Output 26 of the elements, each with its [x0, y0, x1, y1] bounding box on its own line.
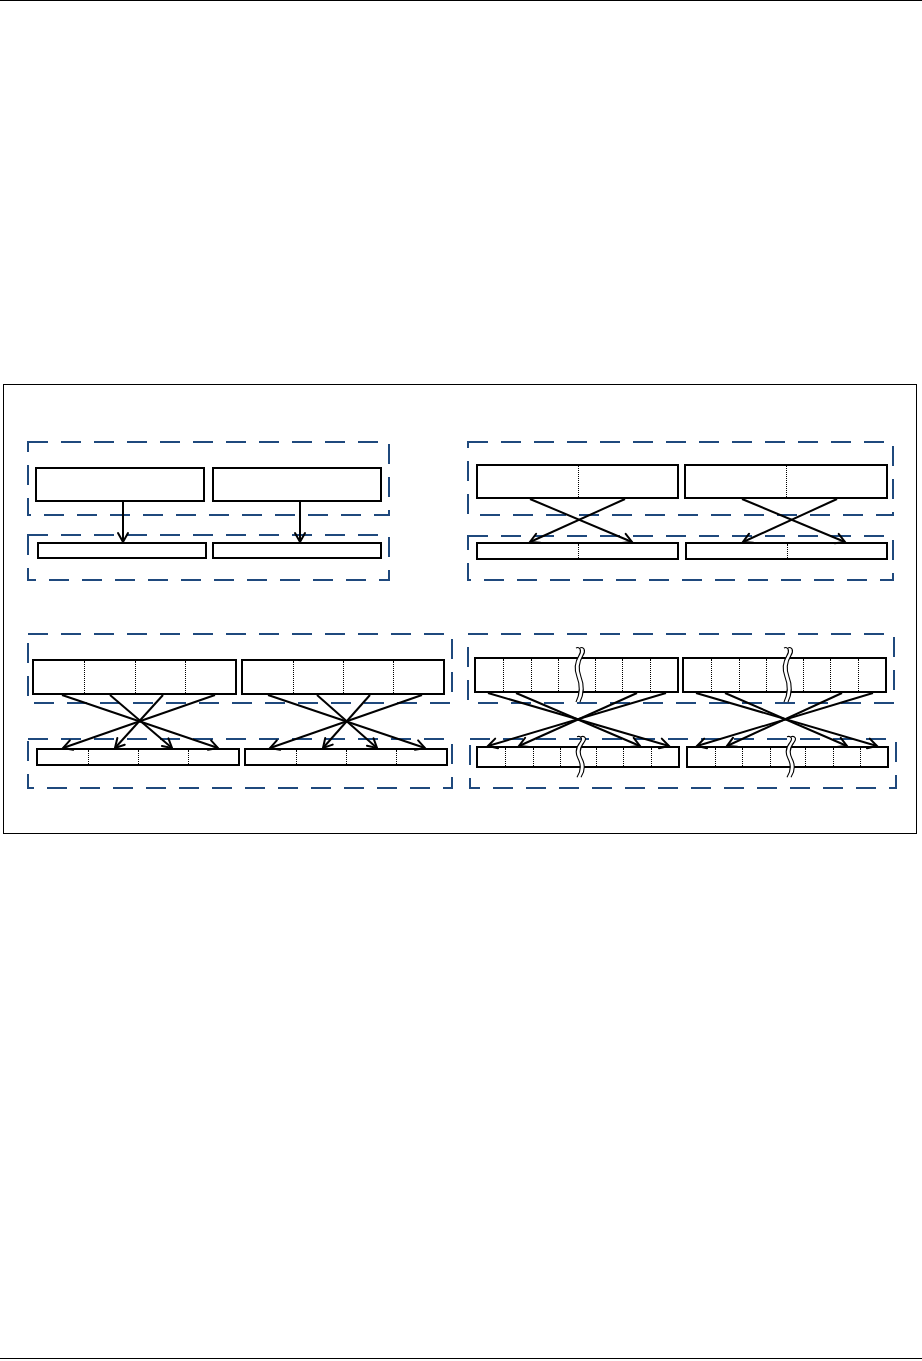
segmented-data-box [685, 542, 888, 560]
dashed-group-frame [27, 534, 390, 581]
dashed-group-frame [467, 441, 894, 516]
arrow [322, 694, 371, 749]
segmented-data-box [476, 464, 679, 499]
arrow [117, 501, 129, 543]
dashed-group-frame [467, 535, 894, 581]
data-box [37, 542, 207, 559]
arrow [114, 694, 164, 749]
segmented-data-box [244, 748, 448, 766]
arrow [316, 694, 378, 749]
segmented-data-box [684, 464, 888, 499]
arrow [109, 694, 173, 749]
data-box [212, 542, 382, 559]
segmented-data-box [32, 659, 237, 695]
dashed-group-frame [27, 738, 453, 789]
segmented-data-box [241, 659, 445, 695]
arrow [294, 501, 306, 543]
dashed-group-frame [27, 441, 390, 516]
dashed-group-frame [469, 738, 897, 789]
data-box [35, 467, 205, 502]
segmented-data-box [36, 748, 240, 766]
dashed-group-frame [27, 633, 453, 704]
dashed-group-frame [467, 633, 895, 704]
segmented-data-box [476, 542, 679, 560]
data-box [212, 467, 382, 502]
